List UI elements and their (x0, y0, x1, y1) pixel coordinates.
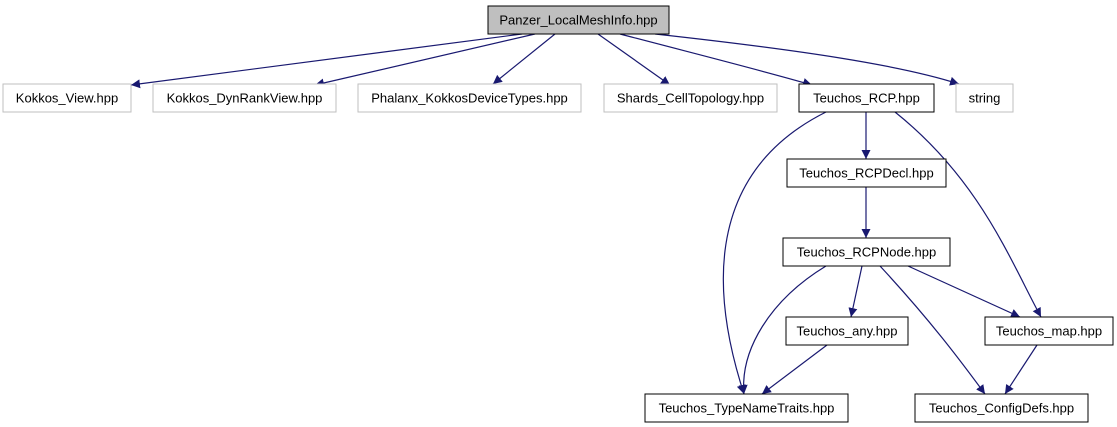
edge-root-to-kokkos_view (130, 33, 523, 89)
node-root: Panzer_LocalMeshInfo.hpp (487, 5, 670, 35)
edge-rcpnode-to-any (848, 265, 863, 318)
edge-root-to-rcp (619, 33, 813, 87)
node-box (798, 83, 935, 113)
edge-rcp-to-map (894, 111, 1042, 318)
node-box (955, 83, 1014, 113)
node-configdefs[interactable]: Teuchos_ConfigDefs.hpp (914, 393, 1089, 423)
node-box (786, 158, 947, 188)
node-label: Teuchos_any.hpp (797, 324, 898, 339)
node-label: Panzer_LocalMeshInfo.hpp (499, 13, 657, 28)
node-label: Teuchos_map.hpp (996, 324, 1102, 339)
edge-root-to-phalanx (492, 33, 556, 85)
node-rcp[interactable]: Teuchos_RCP.hpp (798, 83, 935, 113)
node-label: Teuchos_TypeNameTraits.hpp (659, 401, 835, 416)
edge-rcpnode-to-map (907, 265, 1021, 318)
node-map[interactable]: Teuchos_map.hpp (984, 316, 1114, 346)
node-label: Shards_CellTopology.hpp (617, 91, 764, 106)
node-string: string (955, 83, 1014, 113)
edge-root-to-shards (597, 33, 671, 86)
edges-layer (130, 33, 1042, 395)
node-label: Teuchos_RCP.hpp (813, 91, 920, 106)
node-box (644, 393, 849, 423)
node-box (357, 83, 582, 113)
node-typename[interactable]: Teuchos_TypeNameTraits.hpp (644, 393, 849, 423)
node-phalanx: Phalanx_KokkosDeviceTypes.hpp (357, 83, 582, 113)
node-label: Teuchos_RCPDecl.hpp (799, 166, 933, 181)
node-box (785, 316, 909, 346)
node-label: Teuchos_RCPNode.hpp (797, 245, 936, 260)
node-shards: Shards_CellTopology.hpp (603, 83, 778, 113)
edge-rcp-to-typename (722, 111, 827, 395)
edge-root-to-string (654, 33, 960, 86)
node-box (984, 316, 1114, 346)
node-kokkos_view: Kokkos_View.hpp (2, 83, 132, 113)
node-label: string (969, 91, 1001, 106)
edge-root-to-kokkos_dynrank (314, 33, 536, 88)
node-any[interactable]: Teuchos_any.hpp (785, 316, 909, 346)
node-kokkos_dynrank: Kokkos_DynRankView.hpp (152, 83, 337, 113)
edge-rcpnode-to-typename (738, 265, 827, 395)
edge-map-to-configdefs (1004, 344, 1038, 395)
node-box (487, 5, 670, 35)
edge-any-to-typename (761, 344, 828, 395)
node-label: Teuchos_ConfigDefs.hpp (929, 401, 1074, 416)
edge-rcpnode-to-configdefs (879, 265, 986, 395)
node-label: Kokkos_DynRankView.hpp (167, 91, 323, 106)
node-box (152, 83, 337, 113)
node-box (2, 83, 132, 113)
node-rcpdecl[interactable]: Teuchos_RCPDecl.hpp (786, 158, 947, 188)
node-label: Kokkos_View.hpp (16, 91, 118, 106)
node-box (914, 393, 1089, 423)
node-rcpnode[interactable]: Teuchos_RCPNode.hpp (782, 237, 951, 267)
node-box (782, 237, 951, 267)
node-box (603, 83, 778, 113)
node-label: Phalanx_KokkosDeviceTypes.hpp (371, 91, 568, 106)
